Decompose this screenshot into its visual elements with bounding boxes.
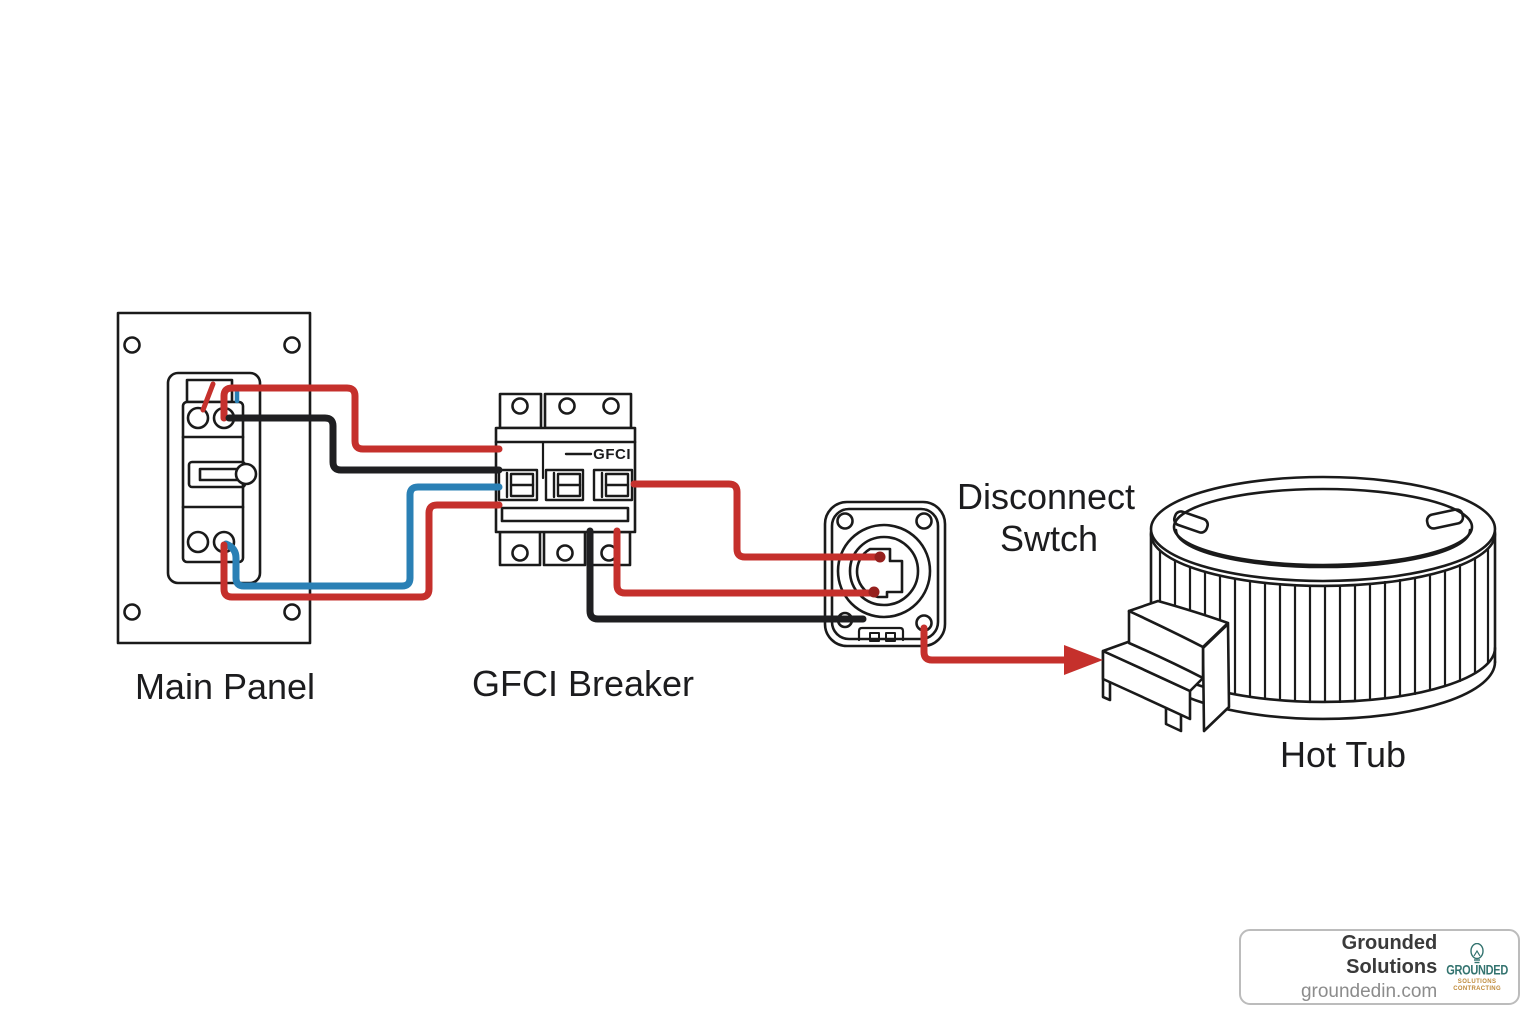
brand-name: Grounded Solutions	[1341, 931, 1438, 978]
brand-logo: GROUNDED SOLUTIONS CONTRACTING	[1446, 942, 1508, 992]
disconnect-switch-label-line2: Swtch	[1000, 518, 1098, 559]
wire-red-panel-bottom	[220, 501, 503, 601]
gfci-breaker-label: GFCI Breaker	[472, 663, 694, 704]
rim-handle-left	[1172, 510, 1210, 534]
disconnect-switch-graphic	[823, 500, 947, 648]
disconnect-switch-label-line1: Disconnect	[957, 476, 1135, 517]
hot-tub-graphic	[1149, 475, 1497, 721]
steps-graphic	[1101, 599, 1231, 733]
wire-black-panel	[225, 414, 503, 474]
hot-tub-label: Hot Tub	[1280, 734, 1406, 775]
flow-arrow-icon	[1064, 645, 1103, 675]
wire-red-to-hot-tub	[920, 624, 1068, 664]
logo-word2: SOLUTIONS	[1457, 978, 1497, 985]
gfci-chip-label: GFCI	[593, 446, 631, 463]
wire-blue-panel	[222, 483, 503, 590]
wire-black-gfci-bottom	[586, 527, 867, 623]
rim-handle-right	[1425, 508, 1465, 530]
brand-card: Grounded Solutions groundedin.com GROUND…	[1239, 929, 1520, 1005]
main-panel-label: Main Panel	[135, 666, 315, 707]
lightbulb-icon	[1470, 942, 1484, 963]
wire-tip	[868, 586, 880, 598]
gfci-breaker-graphic	[494, 392, 637, 567]
wire-red-panel-top	[220, 384, 503, 453]
breaker-handle-mark	[200, 381, 216, 413]
wires	[220, 384, 1103, 675]
wire-tip	[874, 551, 886, 563]
logo-word3: CONTRACTING	[1453, 985, 1501, 992]
wire-red-gfci-right	[630, 480, 884, 561]
brand-website: groundedin.com	[1300, 980, 1438, 1002]
logo-word1: GROUNDED	[1446, 962, 1508, 978]
wire-red-gfci-bottom	[613, 527, 878, 597]
